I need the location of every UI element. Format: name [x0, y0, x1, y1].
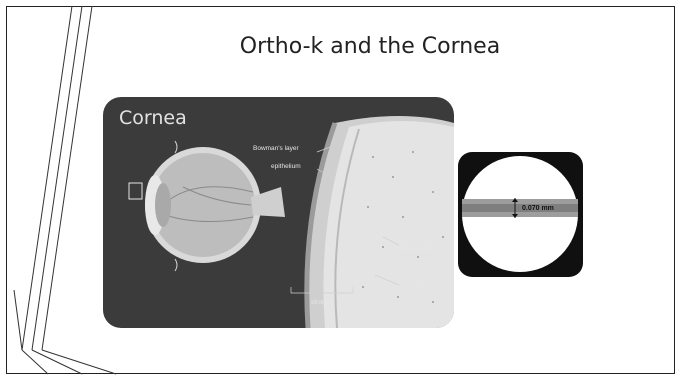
label-descemets-membrane: membrane	[401, 246, 432, 253]
label-endothelium: endothelium	[401, 280, 436, 287]
label-epithelium: epithelium	[271, 163, 301, 170]
cornea-illustration	[103, 97, 454, 328]
micrograph-image	[458, 152, 583, 277]
diagram-heading: Cornea	[119, 107, 187, 129]
slide-title: Ortho-k and the Cornea	[190, 34, 550, 59]
cornea-diagram: Cornea Bowman's layer epithelium Desceme…	[103, 97, 454, 328]
corneal-micrograph: 0.070 mm	[458, 152, 583, 277]
label-stroma: stroma	[311, 299, 331, 306]
eyeball-icon	[129, 141, 285, 271]
label-bowmans-layer: Bowman's layer	[253, 145, 299, 152]
label-descemets: Descemet's	[401, 239, 435, 246]
thickness-measurement: 0.070 mm	[522, 205, 554, 212]
